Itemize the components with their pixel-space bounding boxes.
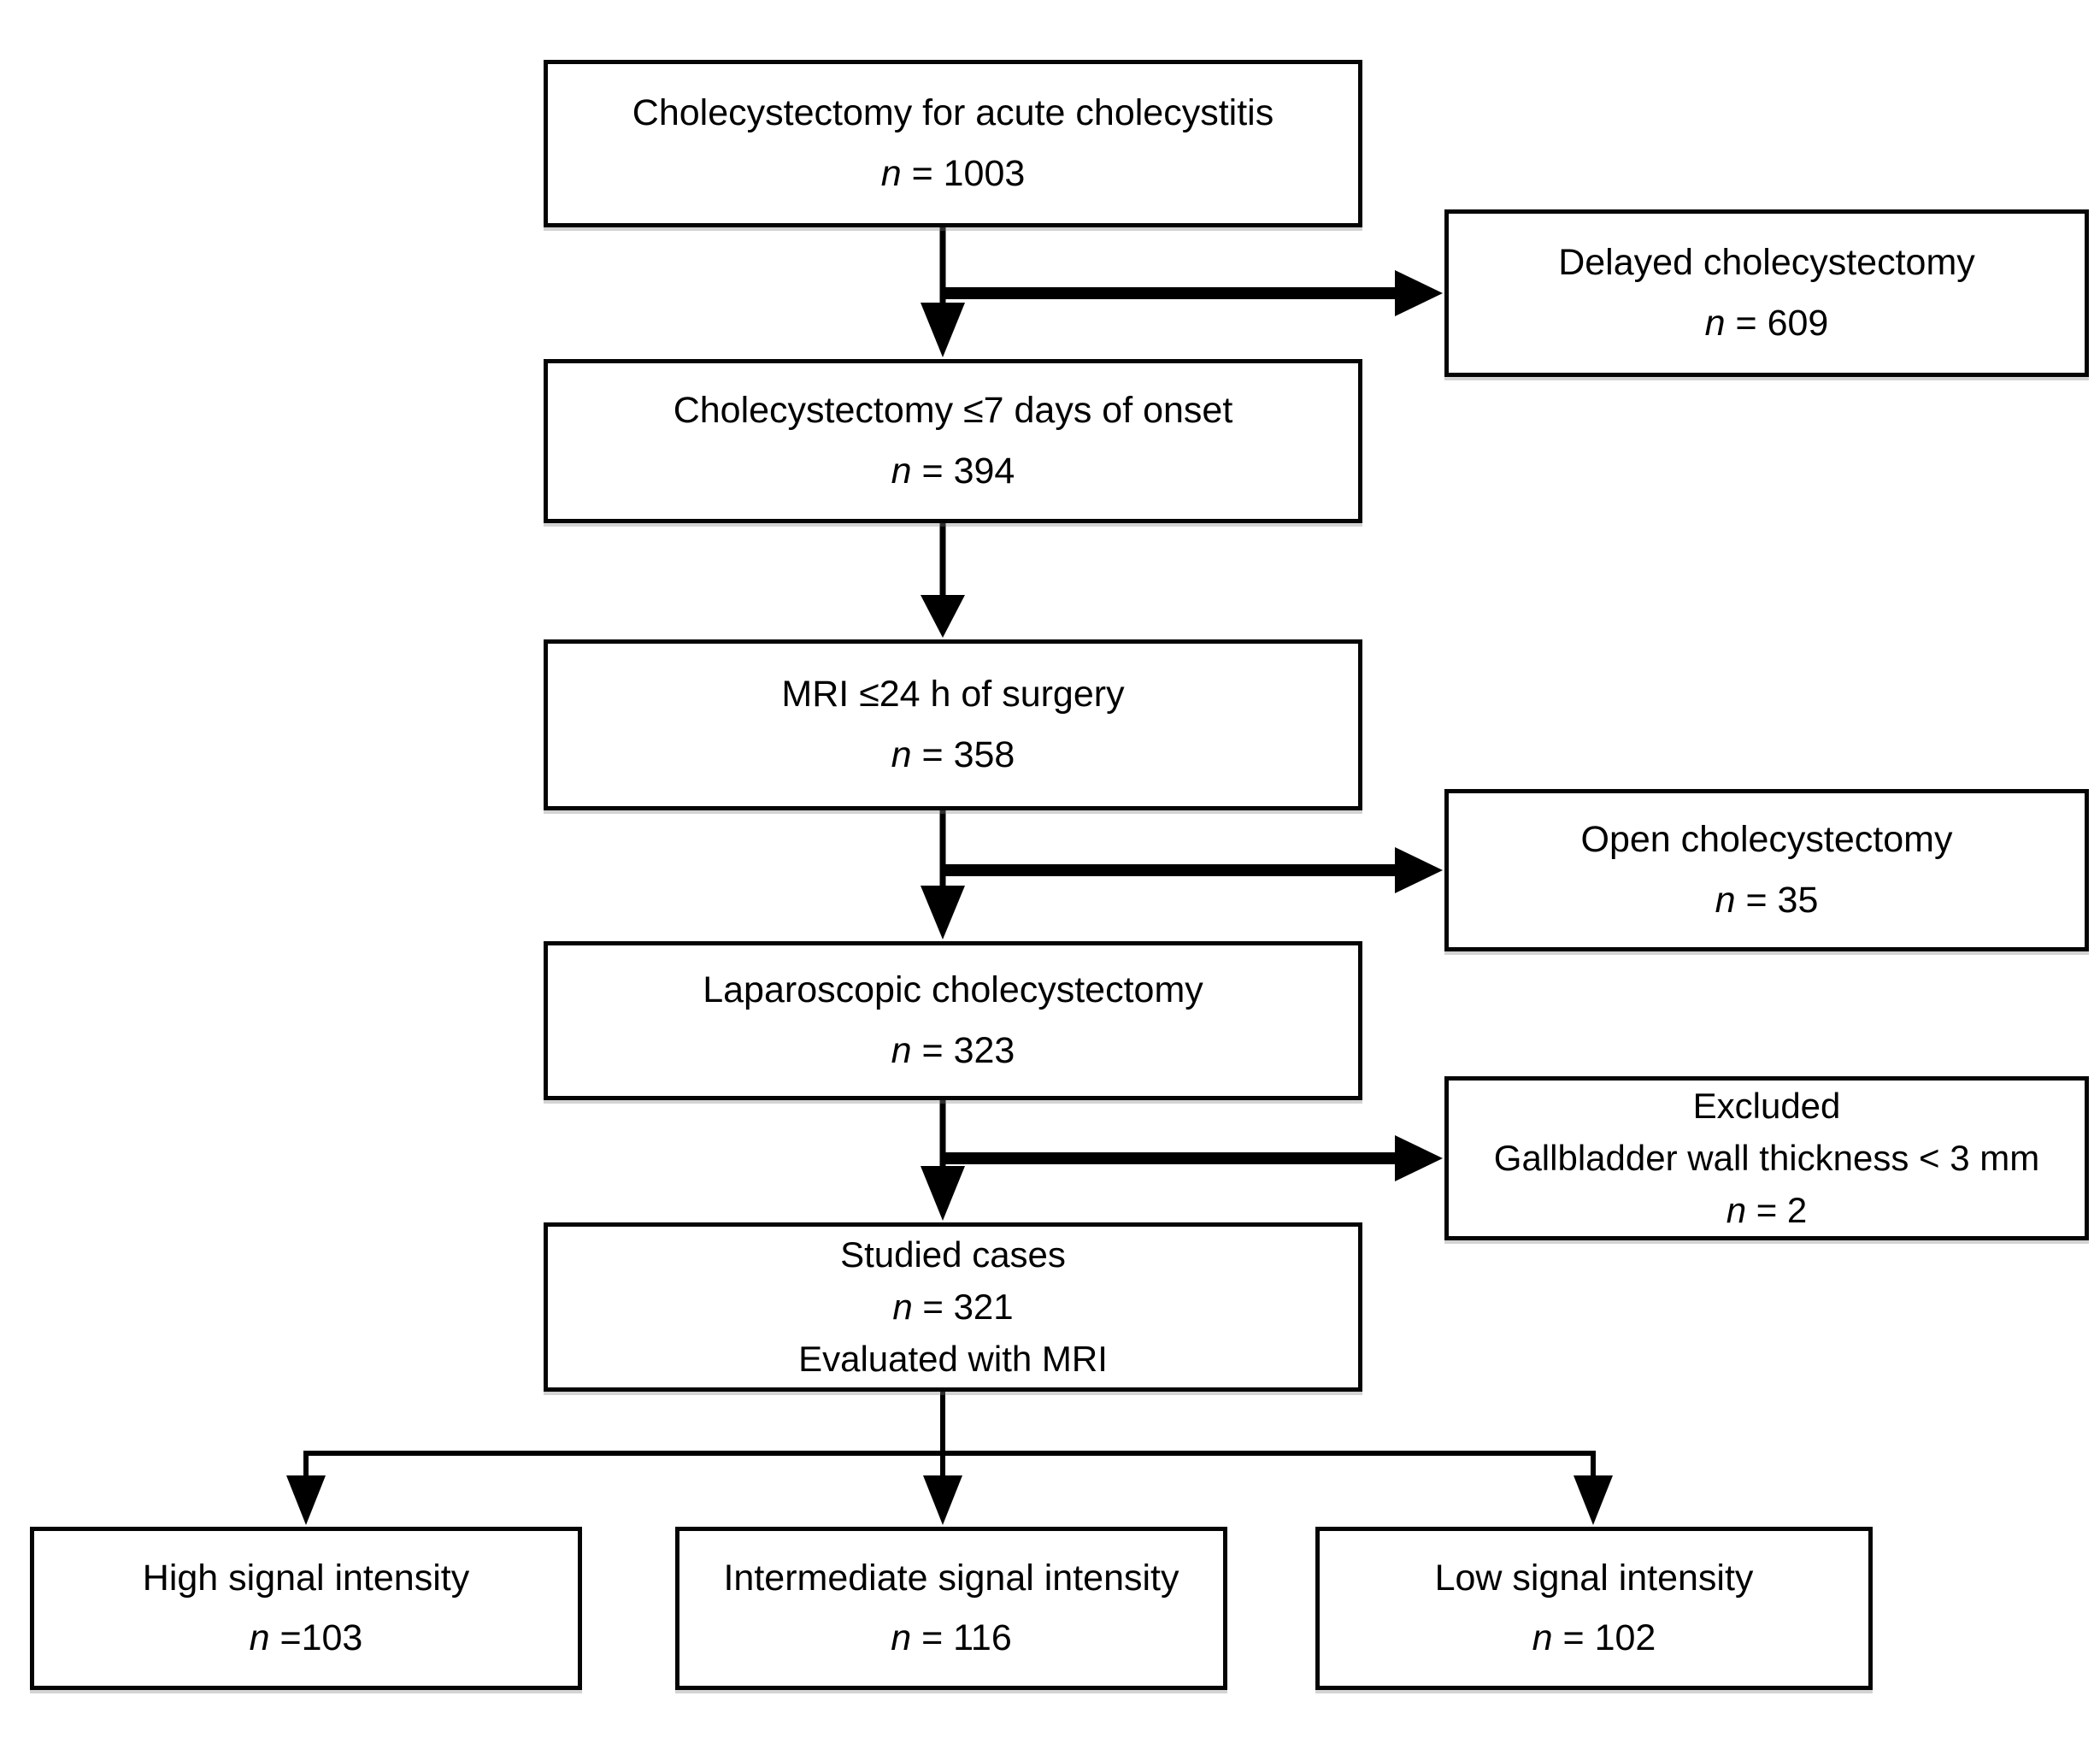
n-value: = 394 [911, 450, 1015, 492]
node-count: n = 358 [891, 734, 1015, 776]
node-title: High signal intensity [142, 1557, 470, 1599]
node-title: Open cholecystectomy [1580, 819, 1953, 861]
node-title: Laparoscopic cholecystectomy [703, 969, 1203, 1011]
node-count: n = 102 [1532, 1617, 1656, 1659]
n-symbol: n [891, 1617, 912, 1658]
node-subtitle: Evaluated with MRI [798, 1339, 1108, 1380]
node-title: MRI ≤24 h of surgery [781, 674, 1125, 716]
node-mri-24h: MRI ≤24 h of surgery n = 358 [544, 639, 1362, 810]
node-title: Excluded [1692, 1085, 1841, 1126]
node-studied-cases: Studied cases n = 321 Evaluated with MRI [544, 1222, 1362, 1392]
node-count: n = 321 [892, 1287, 1013, 1328]
node-count: n = 116 [891, 1617, 1011, 1659]
n-value: = 323 [911, 1029, 1015, 1071]
node-count: n = 609 [1705, 303, 1829, 344]
node-intermediate-signal: Intermediate signal intensity n = 116 [675, 1527, 1227, 1690]
node-high-signal: High signal intensity n =103 [30, 1527, 582, 1690]
node-count: n = 323 [891, 1030, 1015, 1072]
n-value: =103 [269, 1617, 363, 1658]
n-symbol: n [891, 1029, 912, 1071]
n-symbol: n [1715, 879, 1736, 921]
node-title: Low signal intensity [1434, 1557, 1754, 1599]
n-value: = 321 [912, 1286, 1014, 1327]
node-title: Delayed cholecystectomy [1558, 242, 1975, 284]
node-low-signal: Low signal intensity n = 102 [1315, 1527, 1873, 1690]
n-symbol: n [892, 1286, 913, 1327]
n-symbol: n [880, 152, 902, 194]
node-cholecystectomy-acute: Cholecystectomy for acute cholecystitis … [544, 60, 1362, 227]
n-value: = 609 [1725, 302, 1829, 344]
node-title: Cholecystectomy ≤7 days of onset [673, 390, 1233, 432]
node-cholecystectomy-7days: Cholecystectomy ≤7 days of onset n = 394 [544, 359, 1362, 523]
node-open-cholecystectomy: Open cholecystectomy n = 35 [1444, 789, 2089, 951]
node-title: Cholecystectomy for acute cholecystitis [632, 92, 1274, 134]
n-value: = 35 [1735, 879, 1819, 921]
n-symbol: n [1532, 1617, 1553, 1658]
node-count: n = 394 [891, 450, 1015, 492]
node-count: n = 35 [1715, 880, 1819, 922]
node-subtitle: Gallbladder wall thickness < 3 mm [1493, 1137, 2040, 1178]
n-value: = 102 [1552, 1617, 1656, 1658]
n-symbol: n [249, 1617, 270, 1658]
n-symbol: n [891, 450, 912, 492]
n-value: = 1003 [901, 152, 1026, 194]
n-symbol: n [1726, 1190, 1747, 1231]
node-count: n =103 [250, 1617, 363, 1659]
n-symbol: n [1704, 302, 1726, 344]
node-count: n = 1003 [881, 153, 1026, 195]
node-title: Intermediate signal intensity [723, 1557, 1179, 1599]
n-value: = 358 [911, 733, 1015, 775]
n-value: = 116 [911, 1617, 1012, 1658]
node-excluded-wall-thickness: Excluded Gallbladder wall thickness < 3 … [1444, 1076, 2089, 1240]
node-laparoscopic: Laparoscopic cholecystectomy n = 323 [544, 941, 1362, 1100]
n-symbol: n [891, 733, 912, 775]
node-count: n = 2 [1726, 1190, 1808, 1231]
n-value: = 2 [1746, 1190, 1808, 1231]
node-title: Studied cases [840, 1234, 1066, 1275]
node-delayed-cholecystectomy: Delayed cholecystectomy n = 609 [1444, 209, 2089, 377]
